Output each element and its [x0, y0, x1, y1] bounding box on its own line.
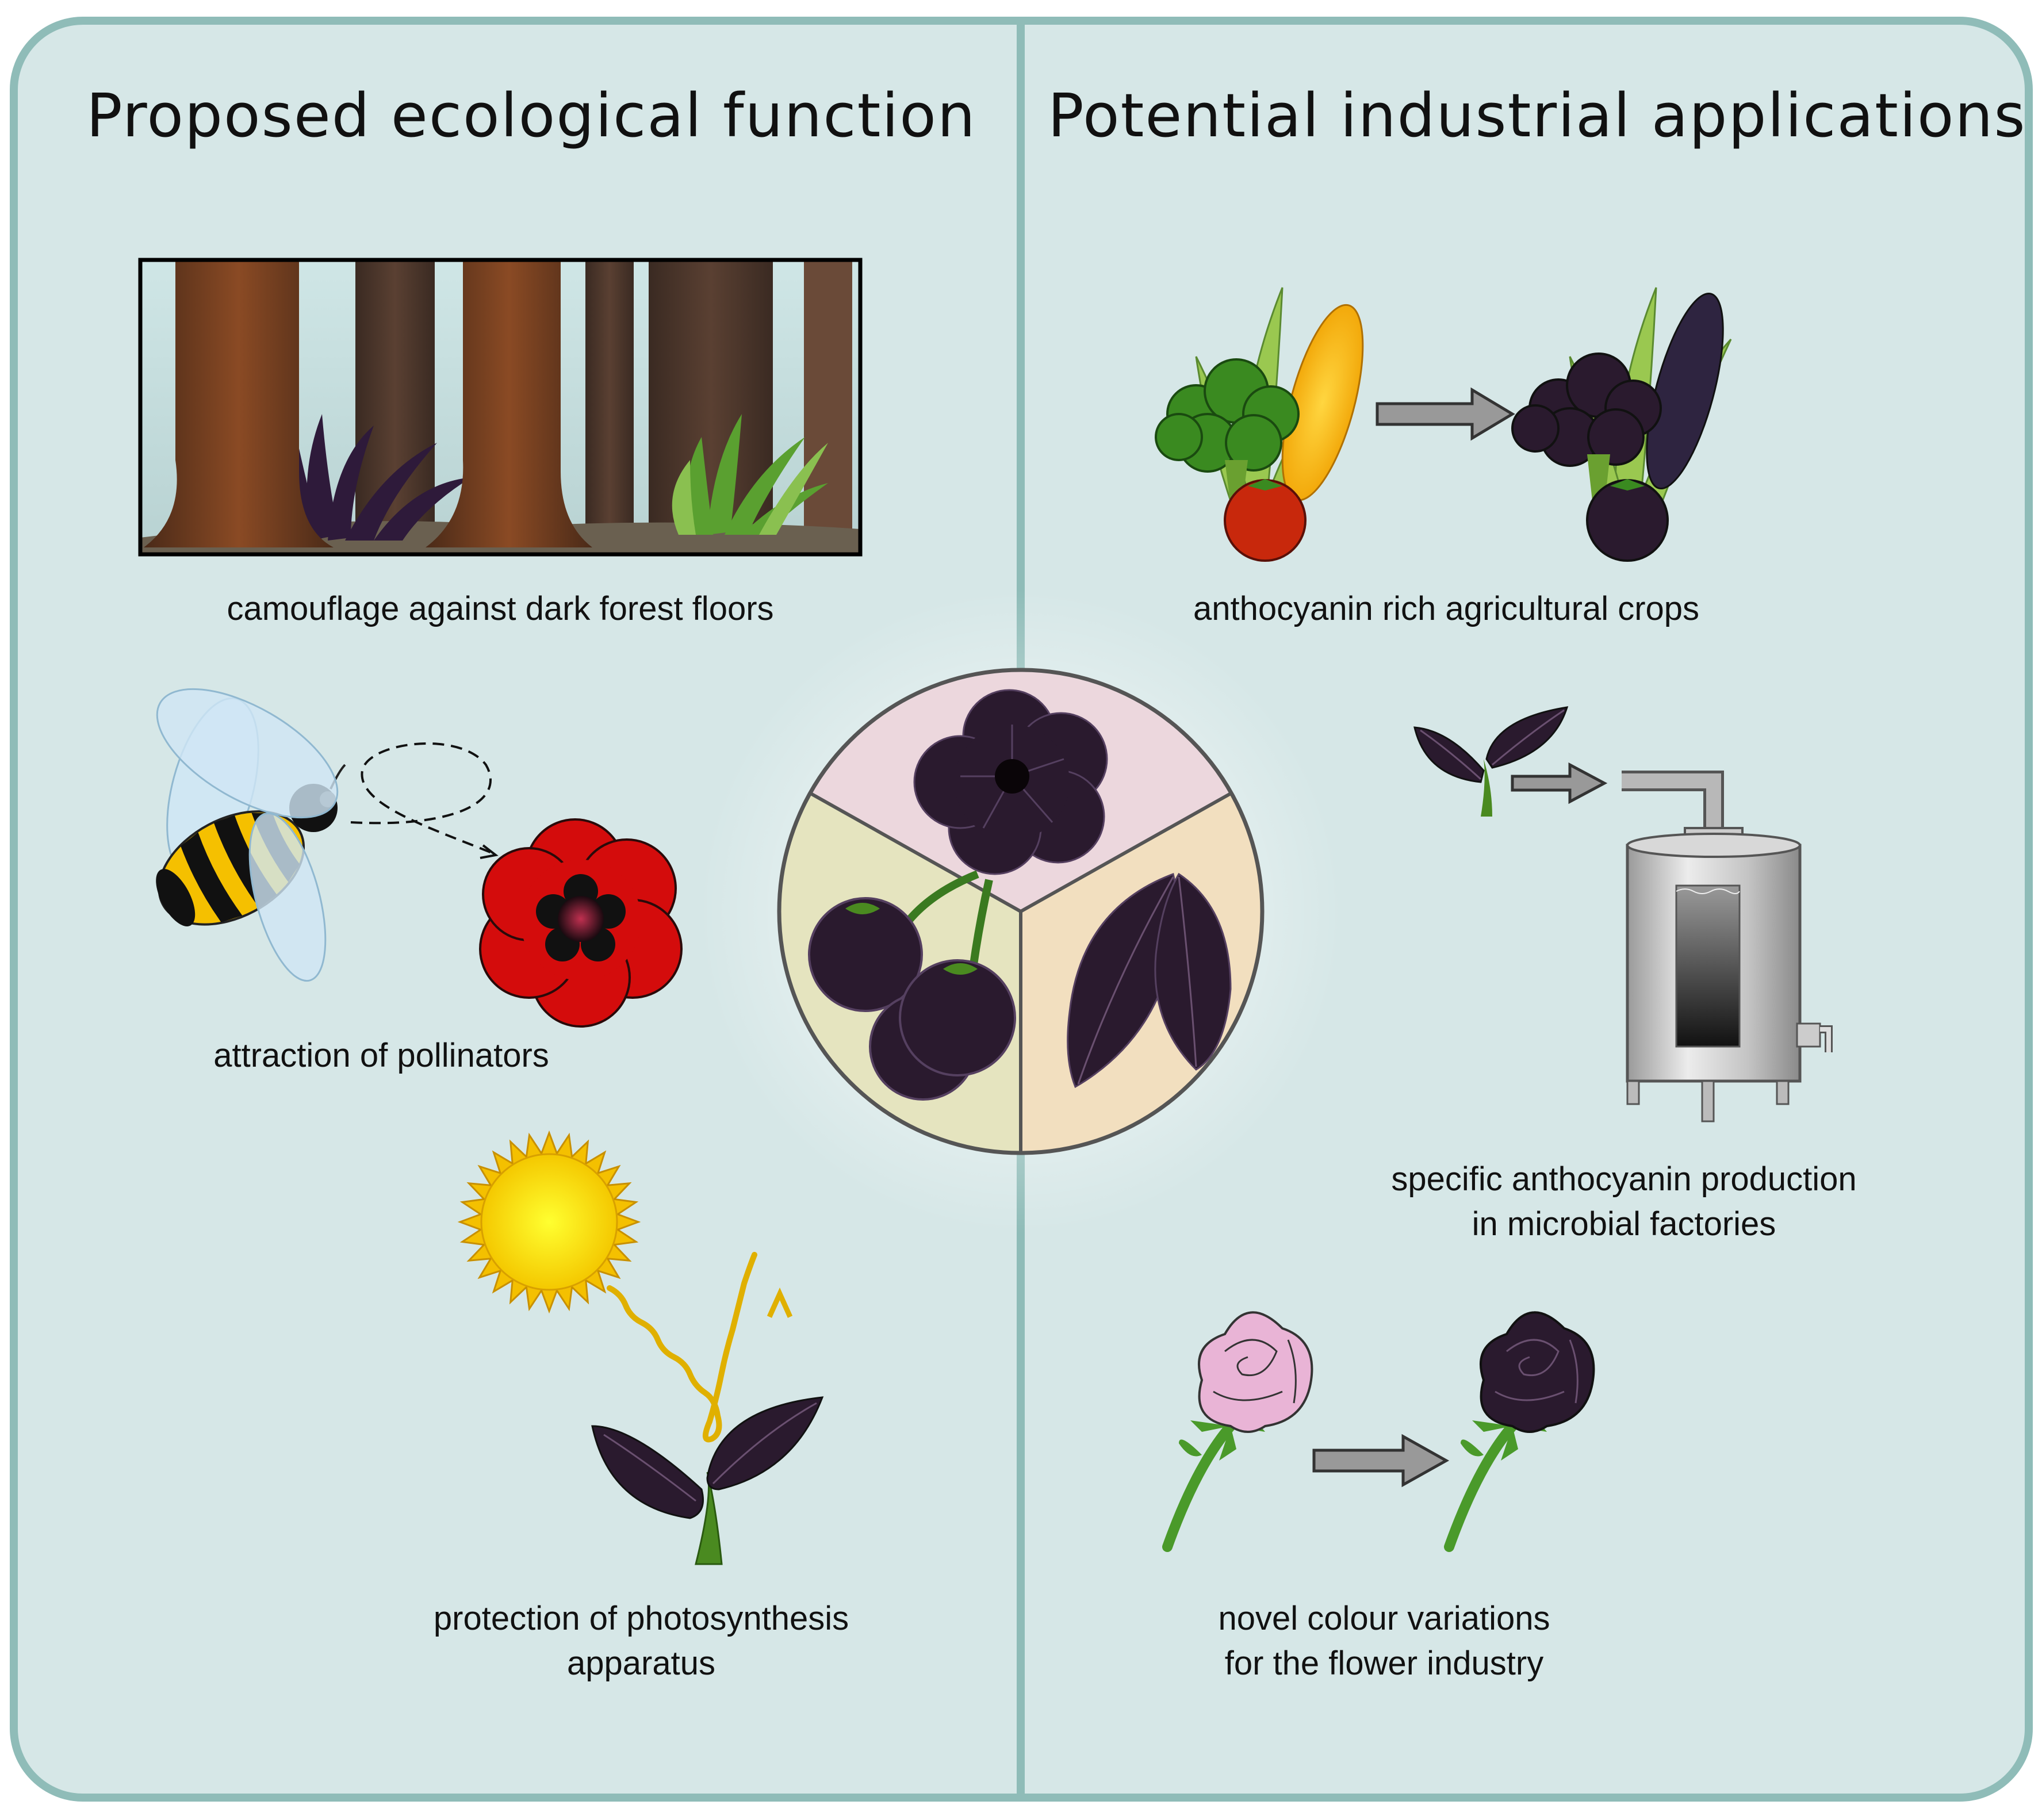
factory-arrow-icon — [1511, 762, 1608, 804]
caption-camouflage: camouflage against dark forest floors — [227, 590, 774, 627]
caption-photosynthesis-line2: apparatus — [567, 1645, 715, 1682]
dark-petunia-icon — [913, 689, 1108, 875]
bee-icon — [156, 688, 499, 982]
purple-seedling-icon — [591, 1396, 824, 1565]
crops-arrow-icon — [1376, 387, 1515, 441]
pink-rose-icon — [1162, 1311, 1313, 1552]
black-rose-icon — [1444, 1311, 1595, 1552]
left-heading: Proposed ecological function — [86, 81, 976, 151]
caption-flowers-line2: for the flower industry — [1224, 1645, 1544, 1682]
caption-microbial: specific anthocyanin production in micro… — [1391, 1157, 1856, 1247]
small-purple-seedling-icon — [1413, 706, 1569, 817]
caption-crops: anthocyanin rich agricultural crops — [1193, 590, 1700, 627]
sun-icon — [457, 1130, 641, 1314]
light-wave-icon — [607, 1252, 793, 1443]
forest-scene-icon — [138, 258, 863, 557]
caption-photosynthesis: protection of photosynthesis apparatus — [434, 1596, 849, 1686]
caption-microbial-line1: specific anthocyanin production — [1391, 1160, 1857, 1198]
purple-tomato-fruit-icon — [808, 870, 1016, 1101]
caption-pollinators: attraction of pollinators — [213, 1037, 549, 1074]
caption-flowers: novel colour variations for the flower i… — [1218, 1596, 1550, 1686]
red-poppy-icon — [479, 818, 683, 1028]
rose-arrow-icon — [1312, 1434, 1450, 1488]
bioreactor-tank-icon — [1622, 771, 1833, 1122]
caption-photosynthesis-line1: protection of photosynthesis — [433, 1600, 849, 1637]
dark-leaves-icon — [1067, 872, 1232, 1089]
purple-crops-icon — [1511, 287, 1732, 562]
green-crops-icon — [1155, 287, 1364, 562]
caption-microbial-line2: in microbial factories — [1472, 1205, 1776, 1243]
right-heading: Potential industrial applications — [1048, 81, 2026, 151]
caption-flowers-line1: novel colour variations — [1218, 1600, 1550, 1637]
